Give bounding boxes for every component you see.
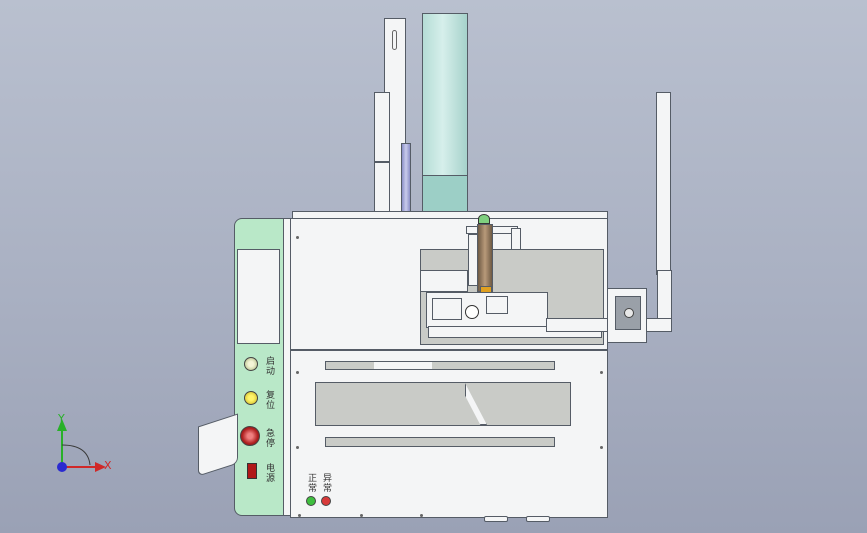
panel-bracket [283,218,291,516]
z-axis-origin [57,462,67,472]
emergency-stop-button[interactable] [240,426,260,446]
normal-indicator-label: 正常 [306,473,316,493]
carriage-clamp [486,296,508,314]
rotation-arc [61,444,91,466]
x-axis-label: X [104,459,112,472]
carriage-slide [432,298,462,320]
conveyor-belt-stripe [422,175,468,215]
screw-hole [296,236,299,239]
reset-button[interactable] [244,391,258,405]
spindle-body [477,224,493,292]
power-switch-label: 电源 [264,463,274,483]
slot-top-insert [374,362,432,369]
spindle-cap [478,214,490,224]
screw-hole [600,371,603,374]
gantry-column-right [511,228,521,250]
screw-hole [360,514,363,517]
foot-right [526,516,550,522]
motor-shaft [624,308,634,318]
rail-foot [374,162,390,212]
touch-screen [237,249,280,344]
emergency-stop-label: 急停 [264,428,274,448]
foot-left [484,516,508,522]
slot-top [325,361,555,370]
start-button-label: 启动 [264,356,274,376]
screw-hole [296,446,299,449]
axis-triad [57,419,106,472]
normal-indicator-light [306,496,316,506]
reset-button-label: 复位 [264,390,274,410]
rail-bracket [374,92,390,162]
screw-hole [600,446,603,449]
slot-bottom [325,437,555,447]
error-indicator-label: 异常 [321,473,331,493]
y-axis-label: Y [58,412,65,425]
start-button[interactable] [244,357,258,371]
screw-hole [296,371,299,374]
rail-slot [392,30,397,50]
inspection-window [315,382,571,426]
chamber-left-wall [420,270,468,292]
right-vertical-rail [656,92,671,275]
error-indicator-light [321,496,331,506]
carriage-extension [546,318,608,332]
x-axis-arrow [95,462,106,472]
y-axis-arrow [57,419,67,431]
screw-hole [420,514,423,517]
screw-hole [298,514,301,517]
right-arm-beam [645,318,672,332]
power-switch[interactable] [247,463,257,479]
side-cover [198,413,238,477]
carriage-roller [465,305,479,319]
lower-housing [290,350,608,518]
right-arm-bracket [657,270,672,320]
